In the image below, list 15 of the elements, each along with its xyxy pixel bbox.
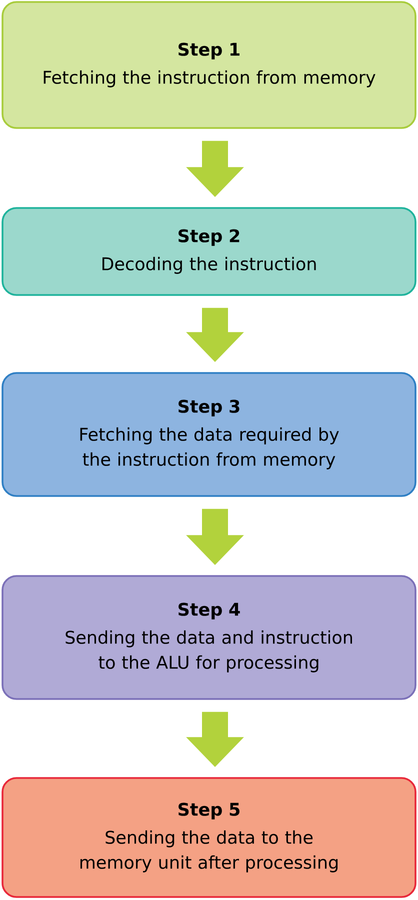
step-heading: Step 5 bbox=[178, 802, 240, 820]
step-description: Decoding the instruction bbox=[102, 256, 316, 274]
step-heading: Step 2 bbox=[178, 229, 240, 246]
step-box bbox=[2, 1, 416, 129]
step-heading: Step 3 bbox=[178, 400, 240, 416]
step-heading: Step 4 bbox=[178, 602, 240, 620]
step-heading: Step 1 bbox=[178, 42, 240, 60]
step-description: Sending the data to the memory unit after processing bbox=[80, 830, 338, 872]
step-box bbox=[2, 575, 416, 700]
step-box bbox=[2, 372, 416, 497]
step-box bbox=[2, 207, 416, 296]
step-description: Sending the data and instruction to the ALU for processing bbox=[66, 630, 352, 672]
step-description: Fetching the data required by the instruction from memory bbox=[80, 427, 339, 470]
step-description: Fetching the instruction from memory bbox=[44, 70, 376, 88]
step-box bbox=[2, 777, 416, 898]
